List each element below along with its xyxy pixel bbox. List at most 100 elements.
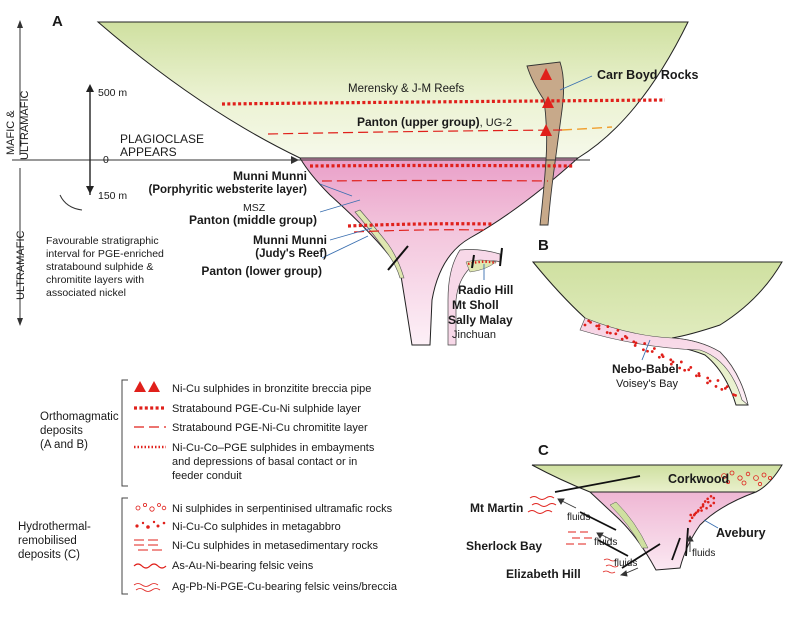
nebo-leader [641, 339, 651, 361]
corkwood-dot [729, 470, 735, 476]
sherlock-bay-label: Sherlock Bay [466, 539, 542, 553]
nebo-dot [725, 385, 729, 389]
panel-a-faults [387, 245, 503, 271]
interval-pointer [59, 194, 83, 211]
nebo-dot [706, 381, 709, 385]
avebury-dot [693, 512, 697, 516]
panel-c-agpb-veins [602, 558, 619, 574]
nebo-dot [597, 327, 601, 331]
nebo-dot [633, 344, 637, 347]
voiseys-bay-label: Voisey's Bay [616, 378, 679, 390]
nebo-dot [606, 325, 610, 328]
radio-hill-embayment [467, 260, 497, 266]
msz-label: MSZ [243, 202, 266, 214]
ortho-group-1: deposits [40, 425, 83, 437]
fluids-label-4: fluids [692, 548, 715, 559]
nebo-dot [587, 319, 591, 323]
ultramafic-arrow-down [17, 318, 23, 326]
avebury-label: Avebury [716, 526, 766, 540]
legend-ortho-2: Stratabound PGE-Ni-Cu chromitite layer [172, 422, 368, 434]
nebo-dot [614, 332, 618, 336]
hydro-group-1: remobilised [18, 535, 77, 547]
fluids-label-1: fluids [567, 512, 590, 523]
panton-middle-label: Panton (middle group) [189, 213, 317, 227]
ortho-group-2: (A and B) [40, 439, 88, 451]
nebo-dot [595, 324, 599, 328]
depth-scale [12, 20, 590, 326]
corkwood-dot [768, 475, 773, 480]
munni-porphyritic-sub: (Porphyritic websterite layer) [149, 184, 308, 196]
legend-hydro-0: Ni sulphides in serpentinised ultramafic… [172, 503, 393, 515]
nebo-dot [605, 331, 609, 334]
panel-a-letter: A [52, 13, 63, 30]
nebo-dot [643, 342, 647, 345]
ortho-group-0: Orthomagmatic [40, 411, 119, 423]
merensky-label: Merensky & J-M Reefs [348, 83, 465, 95]
elizabeth-hill-label: Elizabeth Hill [506, 567, 581, 581]
scale-labels: MAFIC & ULTRAMAFIC ULTRAMAFIC 500 m 0 15… [5, 87, 204, 300]
nebo-dot [695, 374, 698, 378]
nebo-dot [683, 368, 687, 372]
interval-line-4: associated nickel [46, 287, 126, 299]
legend-hydro-1: Ni-Cu-Co sulphides in metagabbro [172, 521, 341, 533]
panel-c-margin [609, 501, 649, 549]
jinchuan-label: Jinchuan [452, 329, 496, 341]
avebury-dot [712, 496, 716, 500]
nebo-dot [642, 348, 645, 352]
nebo-dot [697, 372, 701, 375]
legend-hydro-2: Ni-Cu sulphides in metasedimentary rocks [172, 540, 379, 552]
corkwood-dot [737, 475, 743, 481]
mafic-arrow-up [17, 20, 23, 28]
nebo-dot [687, 368, 691, 372]
avebury-dot [690, 516, 694, 519]
interval-line-1: interval for PGE-enriched [46, 248, 164, 260]
carr-boyd-label: Carr Boyd Rocks [597, 68, 698, 82]
plagioclase-label: PLAGIOCLASE [120, 132, 204, 146]
hydro-group-2: deposits (C) [18, 549, 80, 561]
scale-arrow-up [86, 84, 94, 92]
avebury-dot [712, 501, 716, 505]
avebury-dot [706, 497, 709, 501]
avebury-dot [700, 509, 703, 512]
nebo-dot [646, 349, 649, 353]
fluids-label-2: fluids [594, 537, 617, 548]
conduit-margin [465, 259, 497, 273]
breccia-pipe [526, 61, 565, 226]
nebo-dot [589, 320, 592, 324]
legend-ortho-3b: and depressions of basal contact or in [172, 456, 357, 468]
nebo-dot [583, 323, 587, 327]
nebo-dot [723, 387, 727, 390]
interval-line-3: chromitite layers with [46, 274, 144, 286]
munni-porphyritic-layer [309, 163, 575, 168]
nebo-dot [734, 393, 737, 397]
ortho-bracket [121, 379, 128, 487]
corkwood-dot [761, 472, 767, 478]
ultramafic-label: ULTRAMAFIC [15, 230, 27, 300]
nebo-dot [708, 379, 712, 383]
ug2-chromitite [267, 129, 563, 135]
nebo-dot [608, 331, 612, 335]
panel-a-leaders [319, 75, 593, 280]
panel-b: B Nebo-Babel Voisey's Bay [531, 237, 783, 406]
panel-c: C [466, 442, 783, 581]
corkwood-dot [721, 473, 727, 479]
legend-ortho-0: Ni-Cu sulphides in bronzitite breccia pi… [172, 383, 371, 395]
corkwood-dot [741, 480, 747, 486]
legend-agpb-icon [133, 583, 161, 592]
scale-arrow-down [86, 186, 94, 194]
corkwood-dot [757, 481, 763, 487]
nebo-dot [716, 379, 720, 382]
avebury-dot [703, 500, 707, 503]
nebo-dot [634, 341, 638, 345]
hydro-bracket [121, 497, 128, 595]
corkwood-label: Corkwood [668, 472, 729, 486]
nebo-dot [679, 360, 683, 364]
fluids-label-3: fluids [614, 558, 637, 569]
avebury-dot [701, 504, 705, 508]
hydro-group-0: Hydrothermal- [18, 521, 91, 533]
legend-hydro-4: Ag-Pb-Ni-PGE-Cu-bearing felsic veins/bre… [172, 581, 398, 593]
panel-c-as-au-veins [527, 496, 557, 514]
panel-a-labels: Merensky & J-M Reefs Panton (upper group… [149, 68, 699, 341]
nebo-babel-label: Nebo-Babel [612, 362, 679, 376]
